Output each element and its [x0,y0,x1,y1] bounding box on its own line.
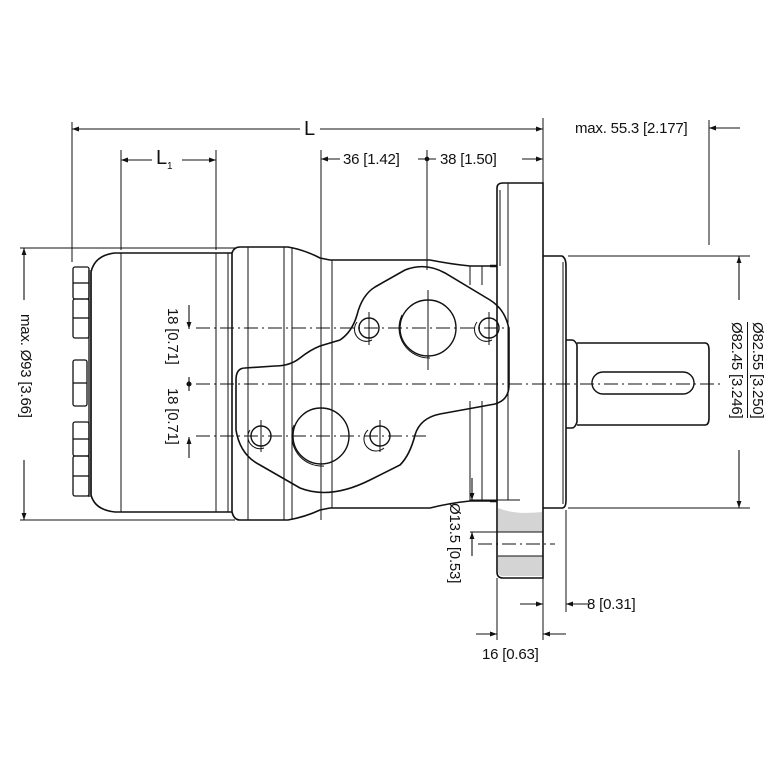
port-cross-lines [260,290,490,452]
dim-pilot-diameter-max: Ø82.55 [3.250] [747,322,766,419]
dim-pilot-diameter: Ø82.55 [3.250] Ø82.45 [3.246] [728,322,766,419]
flange-hole-hatch [498,508,542,576]
dim-rear-section-length: L1 [156,147,173,172]
dim-port-spacing-lower: 18 [0.71] [164,388,181,445]
dim-pilot-diameter-min: Ø82.45 [3.246] [728,322,745,419]
dim-port-offset-rear: 36 [1.42] [343,151,400,168]
pilot [543,255,567,509]
dim-pilot-length: 8 [0.31] [587,596,636,613]
port-plate [235,265,510,494]
flange-hole-lines [498,531,543,557]
dim-overall-length: L [304,118,315,140]
dim-port-spacing-upper: 18 [0.71] [164,308,181,365]
rear-section [90,252,233,513]
center-lines [196,327,722,545]
dim-mounting-hole-diameter: Ø13.5 [0.53] [446,503,463,584]
dimension-lines [21,125,742,637]
rear-cover-bolts [72,266,92,497]
dim-rear-section-length-main: L [156,147,167,169]
main-housing [231,246,495,521]
extension-lines [20,118,750,640]
dim-port-offset-front: 38 [1.50] [440,151,497,168]
dim-rear-section-length-sub: 1 [166,161,173,172]
dim-body-diameter-max: max. Ø93 [3.66] [17,314,34,418]
dim-shaft-length-max: max. 55.3 [2.177] [575,120,688,137]
dim-flange-thickness: 16 [0.63] [482,646,539,663]
mounting-flange [490,182,544,579]
ports [247,299,500,467]
